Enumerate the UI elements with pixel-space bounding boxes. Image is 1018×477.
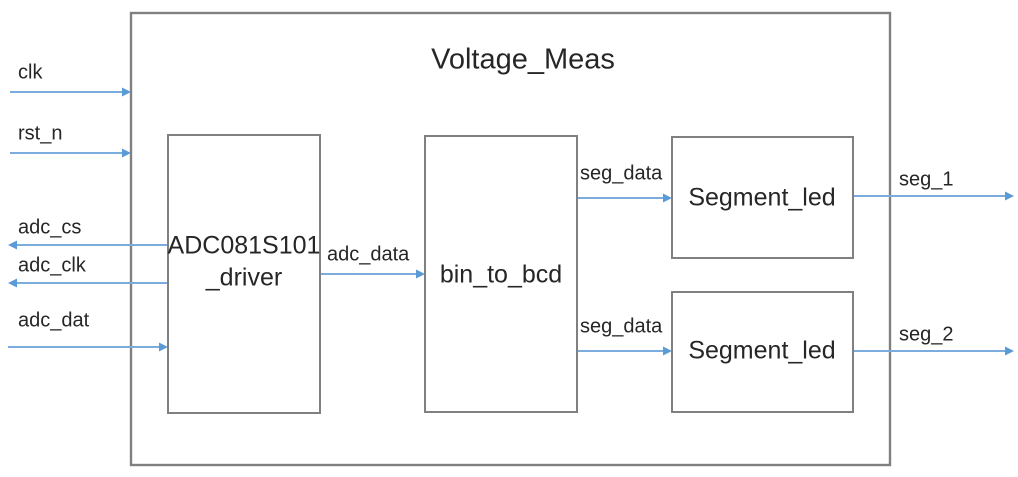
signal-seg-2[interactable] xyxy=(853,346,1014,356)
signal-seg-2-label: seg_2 xyxy=(899,323,954,345)
signal-seg-1-label: seg_1 xyxy=(899,168,954,190)
segment-led-block-1-rect xyxy=(671,136,854,259)
segment-led-block-2[interactable]: Segment_led xyxy=(671,291,854,413)
signal-adc-clk-label: adc_clk xyxy=(18,254,87,276)
bin-to-bcd-block-rect xyxy=(424,135,578,413)
segment-led-block-1-label: Segment_led xyxy=(688,184,835,212)
segment-led-block-2-rect xyxy=(671,291,854,413)
diagram-title: Voltage_Meas xyxy=(431,44,615,76)
signal-rst-n-arrowhead xyxy=(122,148,131,158)
signal-adc-data-arrowhead xyxy=(416,269,425,279)
signal-adc-dat-label: adc_dat xyxy=(18,309,90,331)
signal-adc-cs-label: adc_cs xyxy=(18,216,81,238)
signal-seg-data-1-arrowhead xyxy=(663,193,672,203)
signal-adc-cs[interactable] xyxy=(8,240,168,250)
signal-adc-clk[interactable] xyxy=(8,278,168,288)
signal-seg-2-arrowhead xyxy=(1005,346,1014,356)
signal-seg-data-2-label: seg_data xyxy=(580,315,663,337)
signal-seg-1[interactable] xyxy=(853,191,1014,201)
signal-adc-clk-arrowhead xyxy=(8,278,17,288)
segment-led-block-1[interactable]: Segment_led xyxy=(671,136,854,259)
signal-wire-layer xyxy=(8,87,1014,356)
segment-led-block-2-label: Segment_led xyxy=(688,337,835,365)
signal-adc-dat[interactable] xyxy=(8,342,168,352)
adc-driver-block-label: _driver xyxy=(205,264,282,292)
signal-seg-1-arrowhead xyxy=(1005,191,1014,201)
signal-clk-label: clk xyxy=(18,61,43,83)
bin-to-bcd-block-label: bin_to_bcd xyxy=(440,261,562,289)
signal-rst-n-label: rst_n xyxy=(18,122,62,144)
outer-module-boundary xyxy=(129,11,892,467)
signal-adc-data-label: adc_data xyxy=(327,243,410,265)
adc-driver-block-rect xyxy=(167,134,321,414)
signal-seg-data-1[interactable] xyxy=(577,193,672,203)
adc-driver-block-label: ADC081S101 xyxy=(168,232,321,260)
signal-rst-n[interactable] xyxy=(10,148,131,158)
signal-adc-dat-arrowhead xyxy=(159,342,168,352)
bin-to-bcd-block[interactable]: bin_to_bcd xyxy=(424,135,578,413)
signal-clk[interactable] xyxy=(10,87,131,97)
signal-clk-arrowhead xyxy=(122,87,131,97)
signal-seg-data-1-label: seg_data xyxy=(580,162,663,184)
signal-seg-data-2[interactable] xyxy=(577,346,672,356)
signal-adc-data[interactable] xyxy=(320,269,425,279)
signal-seg-data-2-arrowhead xyxy=(663,346,672,356)
adc-driver-block[interactable]: ADC081S101 _driver xyxy=(167,134,321,414)
signal-adc-cs-arrowhead xyxy=(8,240,17,250)
